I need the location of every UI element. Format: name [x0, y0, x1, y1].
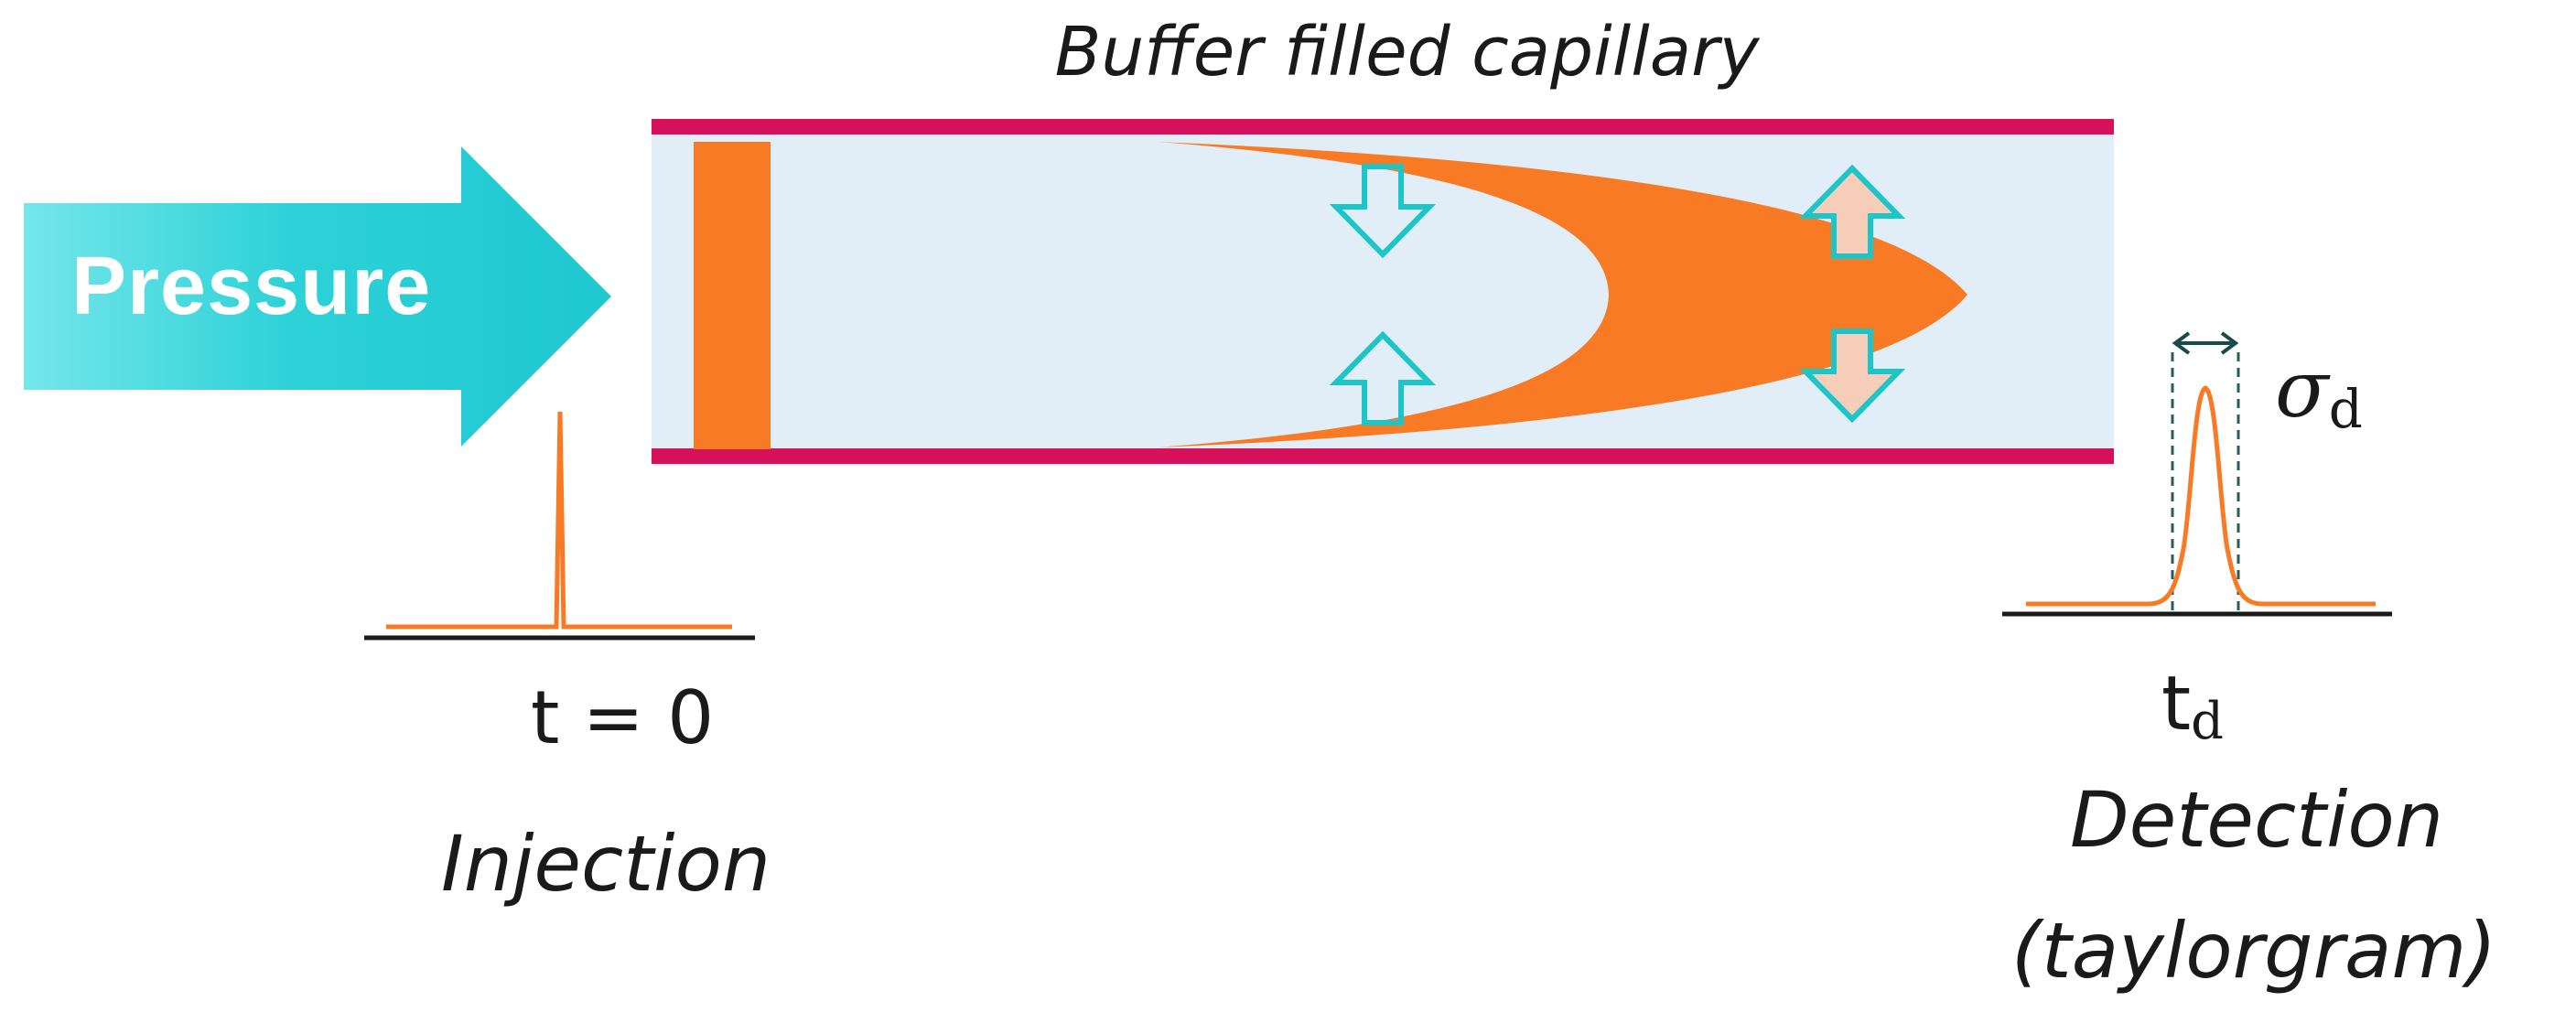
detection-time-symbol: t: [2161, 661, 2192, 748]
detection-time-subscript: d: [2191, 692, 2225, 751]
capillary-title: Buffer filled capillary: [1054, 13, 1760, 92]
peak-width-subscript: d: [2328, 378, 2363, 440]
taylorgram-signal: [2002, 331, 2392, 617]
parabolic-sample-profile: [1158, 142, 1967, 447]
injection-signal: [364, 411, 755, 641]
diffusion-arrow-down-icon: [1329, 164, 1437, 259]
pressure-label: Pressure: [71, 241, 432, 332]
pressure-arrow-icon: [24, 146, 611, 447]
width-double-arrow-icon: [2172, 331, 2239, 355]
detection-caption-sub: (taylorgram): [2011, 906, 2497, 996]
peak-width-label: σd: [2275, 344, 2363, 440]
injection-caption: Injection: [441, 819, 771, 909]
taylorgram-peak: [2026, 385, 2376, 607]
diffusion-arrow-down-icon: [1798, 328, 1906, 424]
peak-width-symbol: σ: [2275, 344, 2329, 436]
capillary-wall-top: [652, 119, 2114, 135]
detection-time-label: td: [2161, 661, 2225, 751]
capillary-wall-bottom: [652, 448, 2114, 464]
injection-spike: [386, 411, 732, 630]
detection-caption: Detection: [2070, 775, 2444, 865]
diffusion-arrow-up-icon: [1798, 164, 1906, 259]
injection-time-label: t = 0: [531, 675, 715, 760]
sample-plug: [694, 142, 771, 449]
diffusion-arrow-up-icon: [1329, 330, 1437, 425]
